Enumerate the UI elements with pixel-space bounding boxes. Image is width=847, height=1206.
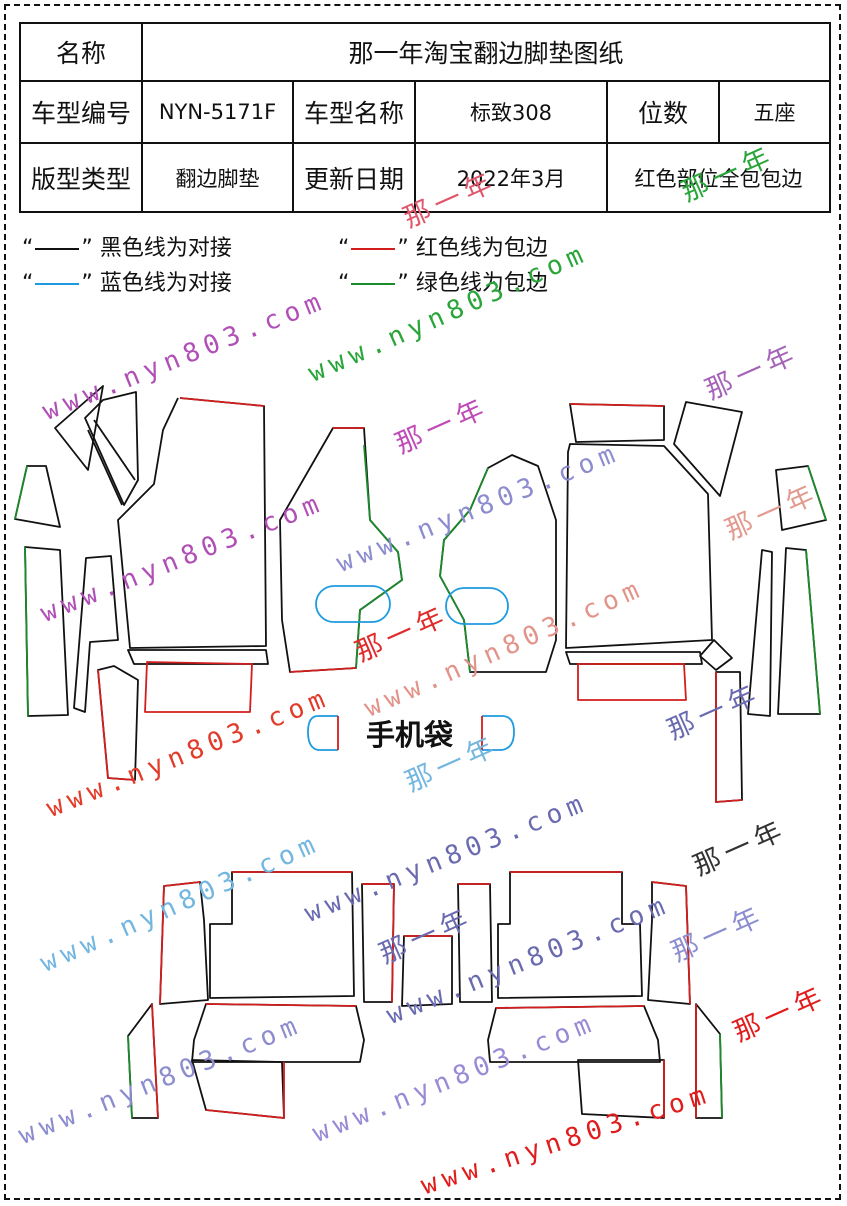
phone-pocket-left (307, 715, 338, 751)
mat-piece (577, 663, 687, 701)
model-code-value: NYN-5171F (141, 80, 294, 144)
mat-piece (565, 443, 713, 649)
model-name-value: 标致308 (414, 80, 608, 144)
edge-segment (14, 465, 28, 520)
page-border (4, 4, 841, 1200)
type-label: 版型类型 (19, 142, 143, 213)
blue-connector (445, 587, 509, 625)
edge-segment (159, 885, 165, 1005)
mat-piece (93, 419, 136, 481)
legend-red-label: 红色线为包边 (415, 236, 548, 261)
edge-segment (569, 403, 665, 407)
edge-segment (362, 883, 395, 1003)
date-value: 2022年3月 (414, 142, 608, 213)
legend-green: “” 绿色线为包边 (338, 271, 548, 296)
model-code-label: 车型编号 (19, 80, 143, 144)
black-line-swatch (35, 248, 80, 250)
edge-segment (205, 1062, 285, 1119)
legend-green-label: 绿色线为包边 (415, 271, 548, 296)
edge-segment (151, 1003, 159, 1119)
edge-segment (179, 397, 265, 407)
legend-black: “” 黑色线为对接 (22, 236, 232, 261)
mat-piece (747, 549, 773, 717)
legend-black-label: 黑色线为对接 (99, 236, 232, 261)
edge-segment (719, 1033, 723, 1119)
mat-piece (565, 651, 703, 665)
mat-piece (127, 649, 269, 665)
seats-label: 位数 (606, 80, 720, 144)
edge-segment (439, 467, 489, 673)
edge-segment (807, 465, 827, 521)
edge-segment (715, 672, 743, 803)
date-label: 更新日期 (292, 142, 416, 213)
edge-segment (205, 1003, 357, 1007)
phone-pocket-label: 手机袋 (366, 718, 454, 752)
mat-piece (14, 465, 61, 528)
mat-piece (54, 385, 104, 471)
mat-piece (24, 546, 69, 717)
type-value: 翻边脚垫 (141, 142, 294, 213)
name-label: 名称 (19, 22, 143, 82)
blue-line-swatch (35, 283, 80, 285)
red-line-swatch (351, 248, 396, 250)
edge-segment (24, 546, 29, 717)
edge-segment (289, 667, 357, 673)
legend-blue: “” 蓝色线为对接 (22, 271, 232, 296)
edge-segment (495, 1005, 645, 1009)
document-title: 那一年淘宝翻边脚垫图纸 (140, 22, 832, 82)
mat-piece (117, 397, 267, 649)
spec-table: 名称 那一年淘宝翻边脚垫图纸 车型编号 NYN-5171F 车型名称 标致308… (19, 22, 832, 213)
mat-piece (673, 401, 743, 497)
edge-segment (805, 549, 821, 715)
edge-segment (97, 669, 136, 781)
mat-piece (569, 403, 665, 443)
edge-note: 红色部位全包包边 (605, 142, 832, 213)
edge-segment (651, 881, 691, 1005)
edge-segment (127, 1035, 133, 1119)
legend-blue-label: 蓝色线为对接 (99, 271, 232, 296)
model-name-label: 车型名称 (292, 80, 416, 144)
edge-segment (355, 444, 403, 669)
mat-piece (84, 391, 139, 506)
seats-value: 五座 (717, 80, 832, 144)
green-line-swatch (351, 283, 396, 285)
phone-pocket-right (482, 715, 515, 751)
mat-piece (87, 429, 123, 506)
mat-piece (699, 639, 733, 671)
mat-piece (144, 661, 253, 713)
blue-connector (315, 585, 391, 623)
mat-piece (497, 871, 643, 999)
edge-segment (163, 881, 201, 887)
legend-red: “” 红色线为包边 (338, 236, 548, 261)
mat-piece (73, 555, 119, 713)
